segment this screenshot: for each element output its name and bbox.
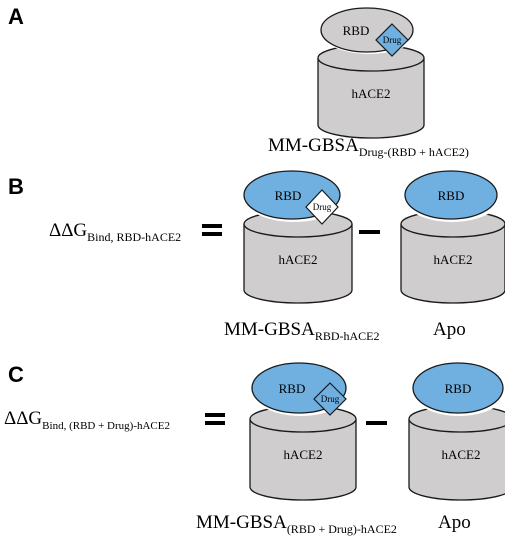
- rbd-label: RBD: [343, 23, 370, 38]
- hace2-label: hACE2: [279, 252, 318, 267]
- panel-b-caption-right: Apo: [433, 319, 466, 340]
- rbd-label: RBD: [438, 188, 465, 203]
- hace2-cylinder: hACE2: [317, 44, 425, 139]
- drug-label: Drug: [383, 35, 402, 45]
- panel-c-caption-left: MM-GBSA(RBD + Drug)-hACE2: [196, 512, 397, 536]
- panel-a-caption: MM-GBSADrug-(RBD + hACE2): [268, 135, 469, 159]
- panel-b-apo: hACE2 RBD: [400, 170, 505, 304]
- panel-b-minus-sign: [359, 230, 380, 234]
- hace2-label: hACE2: [434, 252, 473, 267]
- drug-diamond: [305, 189, 339, 225]
- rbd-label: RBD: [275, 188, 302, 203]
- rbd-ellipse: [412, 362, 504, 414]
- panel-c-ddg-label: ΔΔGBind, (RBD + Drug)-hACE2: [4, 408, 170, 432]
- panel-c-equals-sign: [205, 413, 225, 425]
- hace2-label: hACE2: [352, 86, 391, 101]
- panel-c-caption-right: Apo: [438, 512, 471, 533]
- panel-b-complex: hACE2 RBD Drug: [243, 170, 353, 304]
- hace2-cylinder: hACE2: [243, 210, 353, 304]
- hace2-label: hACE2: [284, 447, 323, 462]
- panel-c-complex: hACE2 RBD Drug: [249, 362, 357, 501]
- rbd-label: RBD: [445, 381, 472, 396]
- panel-c-letter: C: [8, 362, 24, 387]
- drug-label: Drug: [321, 394, 340, 404]
- panel-a-letter: A: [8, 4, 24, 29]
- panel-b-ddg-label: ΔΔGBind, RBD-hACE2: [49, 220, 181, 244]
- panel-b-equals-sign: [202, 224, 222, 236]
- hace2-cylinder: hACE2: [408, 405, 505, 501]
- panel-a-complex: hACE2 RBD Drug: [317, 7, 425, 139]
- rbd-label: RBD: [279, 381, 306, 396]
- panel-c-minus-sign: [366, 421, 387, 425]
- hace2-cylinder: hACE2: [249, 405, 357, 501]
- drug-label: Drug: [313, 202, 332, 212]
- hace2-label: hACE2: [442, 447, 481, 462]
- drug-diamond: [375, 23, 409, 57]
- panel-b-caption-left: MM-GBSARBD-hACE2: [224, 319, 379, 343]
- drug-diamond: [313, 382, 347, 416]
- panel-b-letter: B: [8, 174, 24, 199]
- rbd-ellipse: [404, 170, 498, 220]
- panel-c-apo: hACE2 RBD: [408, 362, 505, 501]
- hace2-cylinder: hACE2: [400, 210, 505, 304]
